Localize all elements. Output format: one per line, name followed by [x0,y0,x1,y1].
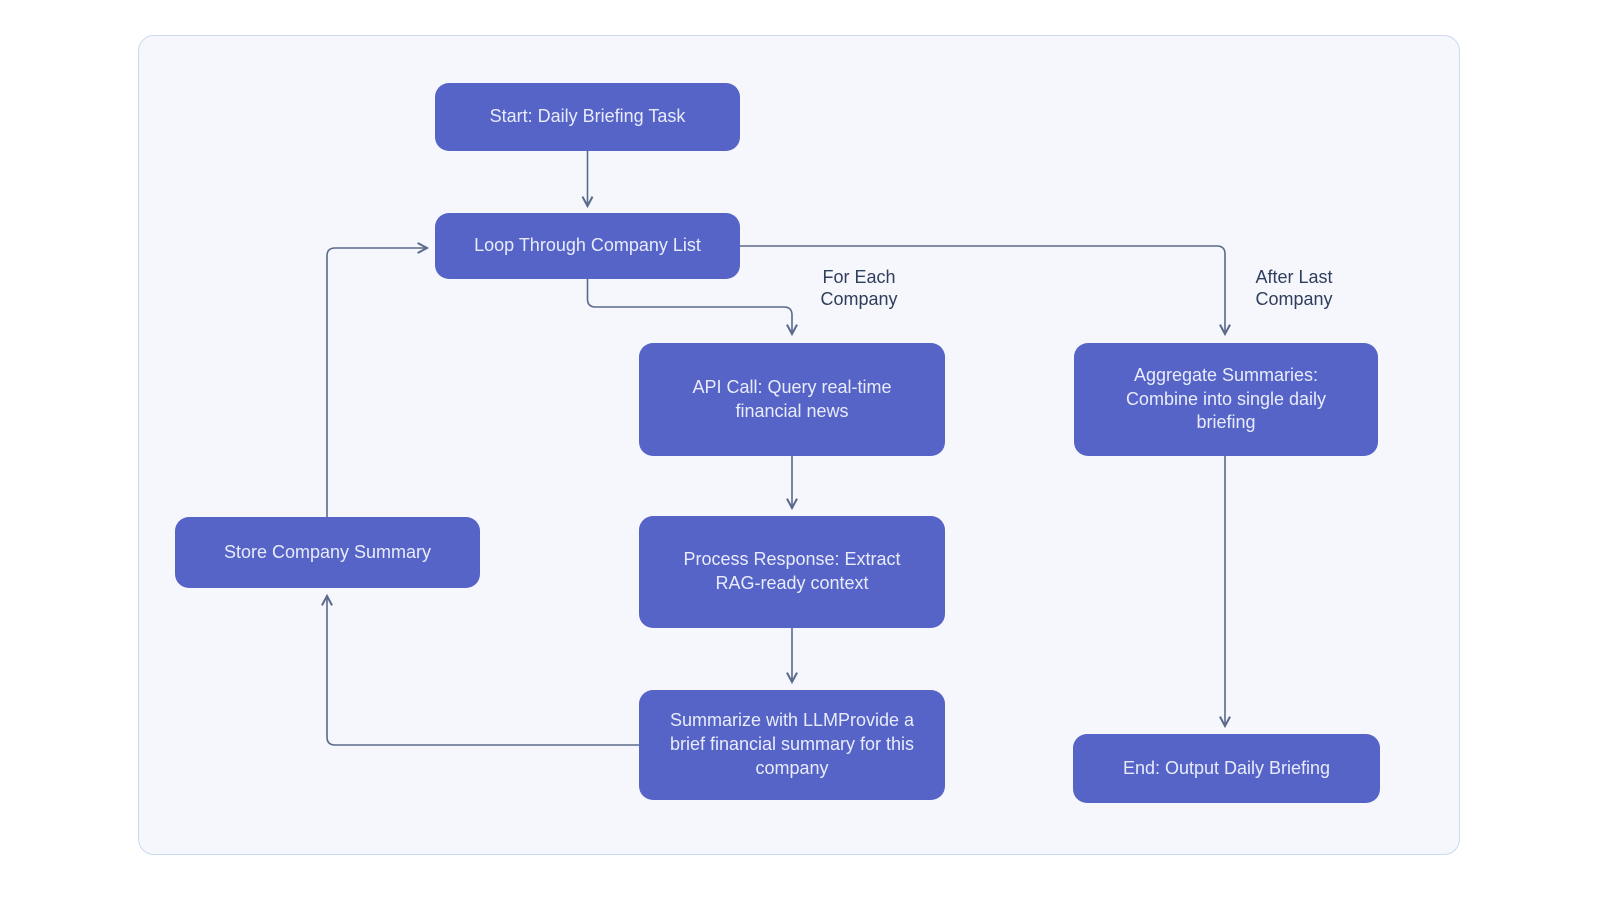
edge-label-for-each-company: For Each Company [820,267,898,309]
node-end-label: End: Output Daily Briefing [1122,757,1331,778]
node-loop-label: Loop Through Company List [474,235,701,256]
node-start-label: Start: Daily Briefing Task [489,106,686,127]
node-start: Start: Daily Briefing Task [435,83,740,151]
node-process-label: Process Response: Extract RAG-ready cont… [683,549,901,593]
node-summarize-label: Summarize with LLMProvide a brief financ… [669,710,915,778]
node-loop-through-companies: Loop Through Company List [435,213,740,279]
node-aggregate-label: Aggregate Summaries: Combine into single… [1125,364,1327,433]
node-aggregate-summaries: Aggregate Summaries: Combine into single… [1074,343,1378,456]
edge-label-after-last-company: After Last Company [1255,267,1333,309]
node-store-label: Store Company Summary [223,541,432,562]
node-api-call: API Call: Query real-time financial news [639,343,945,456]
node-summarize-with-llm: Summarize with LLMProvide a brief financ… [639,690,945,800]
node-process-response: Process Response: Extract RAG-ready cont… [639,516,945,628]
node-store-summary: Store Company Summary [175,517,480,588]
node-api-label: API Call: Query real-time financial news [692,376,892,421]
node-end: End: Output Daily Briefing [1073,734,1380,803]
